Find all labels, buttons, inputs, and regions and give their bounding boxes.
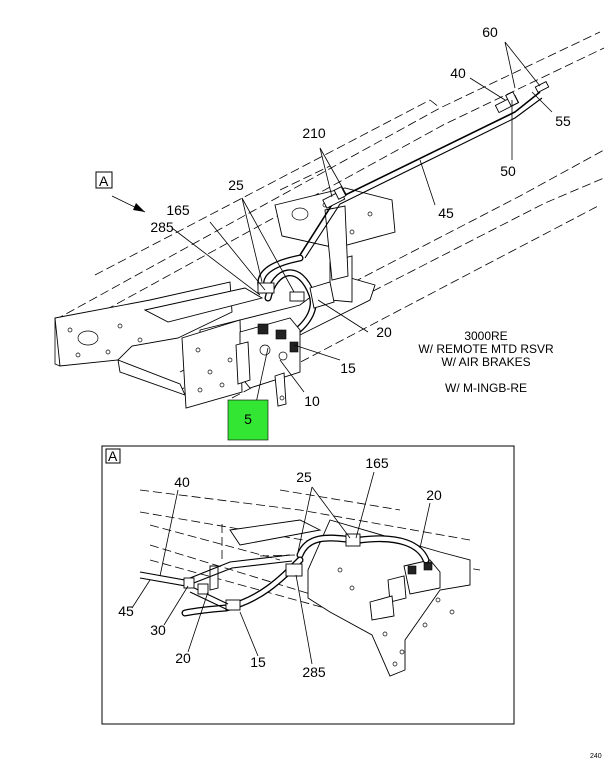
callout-210[interactable]: 210 (302, 125, 326, 141)
detail-frame (101, 445, 515, 725)
control-valve-block (235, 317, 301, 407)
corner-figure-number: 240 (590, 753, 602, 760)
callout-50[interactable]: 50 (500, 163, 516, 179)
note-line-3: W/ AIR BRAKES (441, 355, 530, 369)
callout-20[interactable]: 20 (426, 487, 442, 503)
callout-20[interactable]: 20 (175, 650, 191, 666)
detail-callout-labels: 25 165 20 40 45 30 20 15 285 (118, 455, 442, 680)
callout-30[interactable]: 30 (150, 622, 166, 638)
callout-55[interactable]: 55 (555, 113, 571, 129)
detail-callout-leaders (131, 471, 431, 665)
note-line-2: W/ REMOTE MTD RSVR (418, 342, 554, 356)
callout-45[interactable]: 45 (118, 603, 134, 619)
callout-5[interactable]: 5 (244, 411, 252, 427)
frame-rail-outline (54, 31, 605, 399)
callout-285[interactable]: 285 (150, 219, 174, 235)
callout-285[interactable]: 285 (302, 664, 326, 680)
rear-crossmember (274, 187, 396, 281)
callout-10[interactable]: 10 (304, 393, 320, 409)
top-callout-leaders (111, 41, 553, 404)
view-marker-top-box (95, 171, 113, 189)
callout-40[interactable]: 40 (174, 474, 190, 490)
callout-25[interactable]: 25 (228, 177, 244, 193)
callout-20[interactable]: 20 (376, 324, 392, 340)
detail-steel-lines (139, 554, 293, 611)
callout-15[interactable]: 15 (340, 360, 356, 376)
note-line-1: 3000RE (464, 329, 507, 343)
highlighted-callout-box[interactable] (227, 399, 269, 441)
callout-40[interactable]: 40 (450, 65, 466, 81)
callout-165[interactable]: 165 (365, 455, 389, 471)
note-variant: W/ M-INGB-RE (445, 381, 527, 395)
detail-frame-rails (139, 489, 481, 631)
callout-15[interactable]: 15 (250, 654, 266, 670)
view-marker-top: A (99, 173, 109, 189)
callout-25[interactable]: 25 (296, 469, 312, 485)
detail-bracket (209, 519, 471, 677)
view-marker-detail-box (105, 448, 121, 464)
detail-view-a: A (101, 445, 515, 725)
configuration-note: 3000RE W/ REMOTE MTD RSVR W/ AIR BRAKES … (418, 329, 554, 395)
callout-165[interactable]: 165 (166, 202, 190, 218)
callout-45[interactable]: 45 (438, 205, 454, 221)
view-marker-detail: A (108, 448, 118, 464)
callout-60[interactable]: 60 (482, 24, 498, 40)
steel-lines-40-45 (299, 80, 550, 259)
